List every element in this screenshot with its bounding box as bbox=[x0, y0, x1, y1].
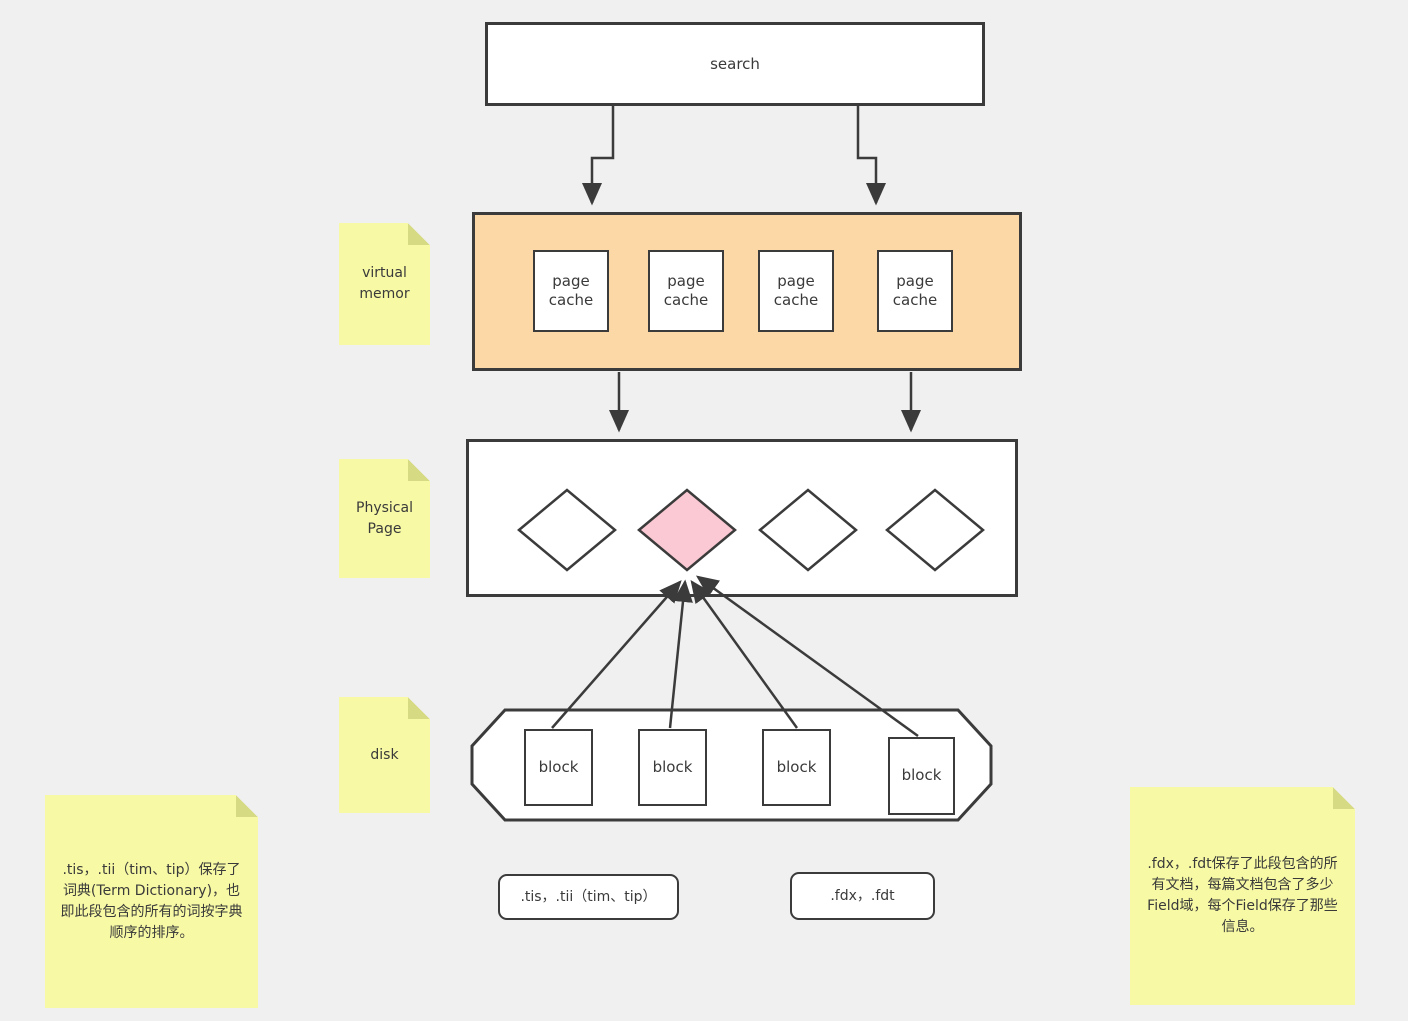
folded-corner-icon bbox=[408, 223, 430, 245]
field-files-label: .fdx，.fdt bbox=[830, 887, 895, 904]
sticky-note-term-dictionary: .tis，.tii（tim、tip）保存了词典(Term Dictionary)… bbox=[45, 795, 258, 1008]
sticky-note-field-data: .fdx，.fdt保存了此段包含的所有文档，每篇文档包含了多少Field域，每个… bbox=[1130, 787, 1355, 1005]
arrow-block4-to-diamond bbox=[695, 575, 919, 738]
page-cache-label: page cache bbox=[548, 271, 594, 310]
block-node-4: block bbox=[888, 737, 955, 815]
search-node: search bbox=[485, 22, 985, 106]
search-node-label: search bbox=[710, 54, 760, 73]
sticky-note-text: .tis，.tii（tim、tip）保存了词典(Term Dictionary)… bbox=[60, 861, 243, 941]
term-files-label-box: .tis，.tii（tim、tip） bbox=[498, 874, 679, 920]
arrow-search-to-vm-right bbox=[856, 106, 886, 206]
sticky-note-text: .fdx，.fdt保存了此段包含的所有文档，每篇文档包含了多少Field域，每个… bbox=[1147, 856, 1338, 935]
page-cache-label: page cache bbox=[663, 271, 709, 310]
page-cache-node-3: page cache bbox=[758, 250, 834, 332]
block-label: block bbox=[776, 757, 817, 776]
arrow-block1-to-diamond bbox=[551, 580, 682, 729]
page-cache-node-2: page cache bbox=[648, 250, 724, 332]
arrow-block3-to-diamond bbox=[690, 579, 799, 729]
page-cache-node-4: page cache bbox=[877, 250, 953, 332]
page-cache-label: page cache bbox=[892, 271, 938, 310]
block-label: block bbox=[538, 757, 579, 776]
physical-page-container bbox=[466, 439, 1018, 597]
block-node-3: block bbox=[762, 729, 831, 806]
folded-corner-icon bbox=[1333, 787, 1355, 809]
sticky-note-text: disk bbox=[370, 746, 399, 763]
sticky-note-text: virtual memor bbox=[359, 265, 410, 302]
block-node-1: block bbox=[524, 729, 593, 806]
sticky-note-text: Physical Page bbox=[356, 499, 413, 537]
sticky-note-disk: disk bbox=[339, 697, 430, 813]
page-cache-label: page cache bbox=[773, 271, 819, 310]
field-files-label-box: .fdx，.fdt bbox=[790, 872, 935, 920]
sticky-note-virtual-memory: virtual memor bbox=[339, 223, 430, 345]
block-label: block bbox=[652, 757, 693, 776]
page-cache-node-1: page cache bbox=[533, 250, 609, 332]
folded-corner-icon bbox=[408, 459, 430, 481]
folded-corner-icon bbox=[236, 795, 258, 817]
block-label: block bbox=[901, 766, 942, 785]
folded-corner-icon bbox=[408, 697, 430, 719]
term-files-label: .tis，.tii（tim、tip） bbox=[520, 888, 657, 905]
arrow-search-to-vm-left bbox=[582, 106, 615, 206]
sticky-note-physical-page: Physical Page bbox=[339, 459, 430, 578]
block-node-2: block bbox=[638, 729, 707, 806]
arrow-block2-to-diamond bbox=[668, 579, 693, 729]
